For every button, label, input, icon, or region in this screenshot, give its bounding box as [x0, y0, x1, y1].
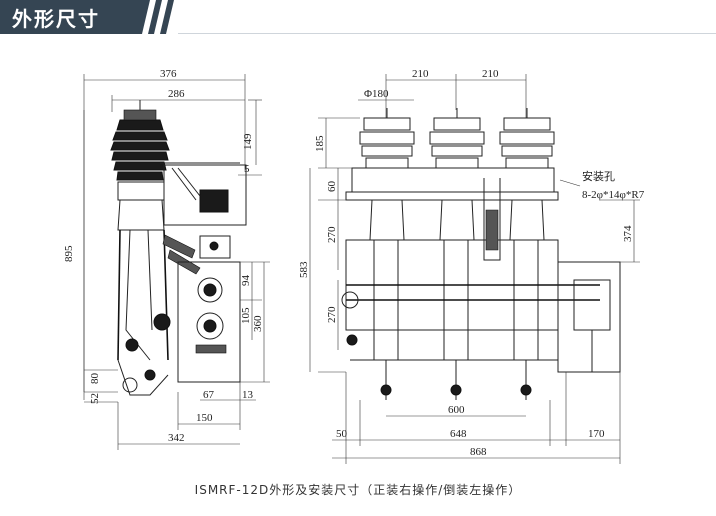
dim-5: 5 — [244, 163, 250, 175]
dim-270-lower: 270 — [326, 306, 338, 323]
dim-376: 376 — [160, 68, 177, 80]
front-view: 210 210 Φ180 — [298, 68, 645, 464]
section-header: 外形尺寸 — [0, 0, 716, 34]
dim-105: 105 — [240, 307, 252, 324]
dim-149: 149 — [242, 133, 254, 150]
dim-210-right: 210 — [482, 68, 499, 80]
dim-360: 360 — [252, 315, 264, 332]
header-bar — [0, 0, 174, 34]
dim-600: 600 — [448, 404, 465, 416]
dim-342: 342 — [168, 432, 185, 444]
hole-label: 安装孔 — [582, 169, 615, 183]
figure-caption: ISMRF-12D外形及安装尺寸（正装右操作/倒装左操作） — [194, 483, 522, 497]
side-view: 376 286 895 — [63, 68, 270, 450]
dim-phi180: Φ180 — [364, 88, 389, 100]
section-title: 外形尺寸 — [12, 7, 100, 31]
dim-50: 50 — [336, 428, 348, 440]
hole-spec: 8-2φ*14φ*R7 — [582, 189, 645, 201]
dim-270-upper: 270 — [326, 226, 338, 243]
dim-185: 185 — [314, 135, 326, 152]
technical-drawing: 376 286 895 — [63, 68, 645, 464]
dim-286: 286 — [168, 88, 185, 100]
dim-895: 895 — [63, 245, 75, 262]
dim-13: 13 — [242, 389, 254, 401]
dim-67: 67 — [203, 389, 215, 401]
dim-150: 150 — [196, 412, 213, 424]
dim-583: 583 — [298, 261, 310, 278]
header-rule — [178, 33, 716, 34]
dim-374: 374 — [622, 225, 634, 242]
dim-94: 94 — [240, 275, 252, 287]
insulator-pole-right — [499, 108, 555, 169]
dim-80: 80 — [89, 373, 101, 385]
insulator-pole-left — [359, 108, 415, 169]
top-insulator — [110, 100, 170, 181]
dim-60: 60 — [326, 181, 338, 193]
dim-210-left: 210 — [412, 68, 429, 80]
dim-868: 868 — [470, 446, 487, 458]
dim-648: 648 — [450, 428, 467, 440]
dim-170: 170 — [588, 428, 605, 440]
insulator-pole-middle — [429, 108, 485, 169]
dim-52: 52 — [89, 393, 101, 404]
